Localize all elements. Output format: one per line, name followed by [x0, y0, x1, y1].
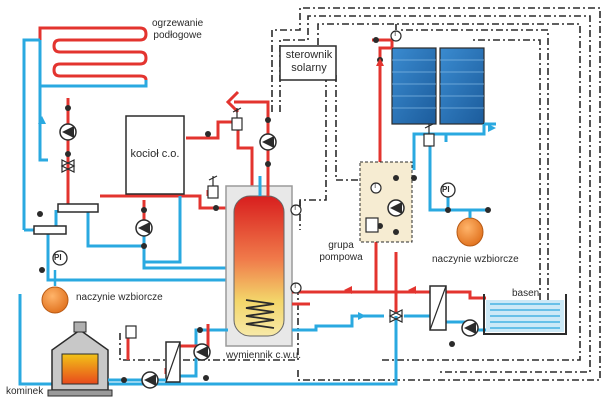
three-way-valves: [60, 159, 404, 323]
temp-sensor-label-2: T: [293, 283, 298, 290]
floor-heating-coil: [38, 26, 148, 98]
mixing-valve-pool: [388, 309, 404, 323]
pump-group-label-line1: grupa: [328, 240, 354, 251]
pump-floor-heating: [59, 123, 77, 141]
boiler: [125, 115, 185, 195]
pressure-gauges: [52, 182, 456, 266]
manifold-lower: [33, 225, 67, 235]
expansion-vessel-left: [41, 286, 69, 314]
plate-exchanger-fireplace: [165, 341, 181, 383]
floor-heating-return: [22, 38, 148, 230]
flow-meter: [365, 217, 379, 233]
pump-boiler: [135, 219, 153, 237]
wire-3: [317, 23, 581, 361]
wire-2: [279, 15, 591, 373]
solar-controller: [279, 45, 337, 81]
wire-outer: [271, 7, 601, 381]
pump-group-label: grupa pompowa: [316, 240, 366, 263]
manifold-upper: [57, 203, 99, 213]
pumps: [59, 123, 479, 389]
wire-8: [470, 39, 541, 330]
floor-heating-label-line2: podłogowe: [153, 29, 202, 41]
pressure-gauge-label-left: PI: [54, 253, 62, 262]
solar-controller-label-line2: solarny: [291, 61, 327, 74]
fireplace-controller: [125, 325, 137, 339]
temp-sensor-label-1: T: [293, 205, 298, 212]
boiler-label: kocioł c.o.: [130, 148, 180, 160]
safety-valves: [207, 107, 435, 199]
expansion-vessel-right: [456, 217, 484, 247]
pump-fireplace-1: [141, 371, 159, 389]
mixing-valve-left: [60, 159, 76, 173]
flow-arrows: [38, 58, 496, 320]
wire-10: [297, 370, 530, 381]
solar-collectors: [391, 47, 485, 125]
pump-group-label-line2: pompowa: [319, 251, 363, 263]
pump-pool: [461, 319, 479, 337]
wire-7: [400, 29, 549, 300]
floor-heating-label-line1: ogrzewanie: [152, 18, 204, 29]
expansion-vessel-right-label: naczynie wzbiorcze: [432, 254, 519, 265]
temp-sensor-label-3: T: [393, 31, 398, 38]
pump-solar: [387, 199, 405, 217]
floor-heating-label: ogrzewanie podłogowe: [152, 18, 203, 41]
fireplace: [47, 321, 113, 397]
dhw-exchanger-label: wymiennik c.w.u.: [226, 350, 302, 361]
fireplace-label: kominek: [6, 386, 44, 397]
plate-exchanger-pool: [429, 285, 447, 331]
tank-coil: [245, 299, 275, 329]
pump-fireplace-2: [193, 343, 211, 361]
wire-4: [299, 75, 327, 230]
solar-controller-label: sterownik solarny: [282, 49, 336, 74]
expansion-vessel-left-label: naczynie wzbiorcze: [76, 292, 163, 303]
temp-sensor-label-4: T: [373, 183, 378, 190]
pool: [483, 294, 567, 335]
wire-9: [119, 288, 299, 361]
wire-5: [335, 75, 360, 181]
control-wires: [119, 7, 601, 381]
temperature-sensors: [290, 30, 402, 294]
pump-dhw: [259, 133, 277, 151]
solar-controller-label-line1: sterownik: [285, 49, 333, 61]
pool-label: basen: [512, 288, 540, 299]
pressure-gauge-label-right: PI: [442, 185, 450, 194]
